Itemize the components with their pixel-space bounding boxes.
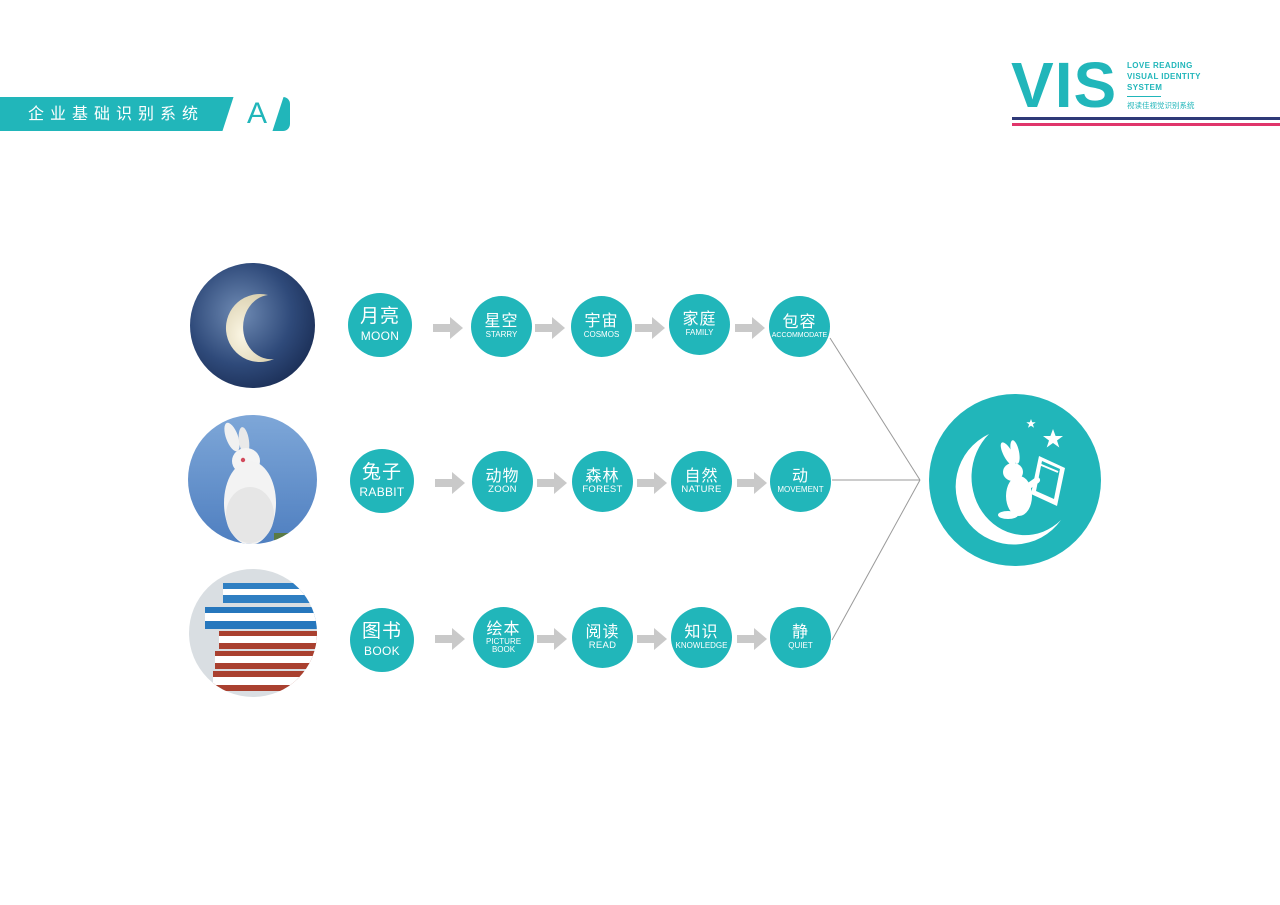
node-knowledge: 知识 KNOWLEDGE bbox=[671, 607, 732, 668]
node-label-cn: 森林 bbox=[585, 465, 620, 485]
arrow-right-icon bbox=[737, 628, 767, 650]
moon-rabbit-book-logo-icon bbox=[929, 394, 1101, 566]
node-label-en: FOREST bbox=[582, 484, 623, 496]
brand-mark: VIS bbox=[1011, 49, 1118, 121]
arrow-right-icon bbox=[435, 472, 465, 494]
node-label-cn: 动物 bbox=[485, 465, 520, 485]
brand-tagline-divider bbox=[1127, 96, 1161, 97]
brand-rule-red bbox=[1012, 123, 1280, 126]
node-label-cn: 宇宙 bbox=[584, 311, 619, 331]
section-letter: A bbox=[246, 97, 267, 130]
brand-tagline-line-3: SYSTEM bbox=[1127, 83, 1163, 92]
connector-line-top bbox=[829, 337, 921, 481]
node-label-en: PICTURE BOOK bbox=[485, 637, 522, 655]
arrow-right-icon bbox=[537, 628, 567, 650]
arrow-right-icon bbox=[433, 317, 463, 339]
rabbit-photo-art bbox=[188, 415, 317, 544]
books-photo bbox=[189, 569, 317, 697]
node-label-en: QUIET bbox=[788, 641, 813, 651]
node-label-en: MOON bbox=[360, 329, 400, 344]
node-label-en: KNOWLEDGE bbox=[675, 641, 728, 651]
node-label-en: READ bbox=[588, 640, 617, 652]
node-label-en: MOVEMENT bbox=[777, 485, 824, 495]
node-label-cn: 静 bbox=[791, 622, 809, 642]
brand-tagline-line-2: VISUAL IDENTITY bbox=[1127, 72, 1201, 81]
section-tab: 企业基础识别系统 A bbox=[0, 97, 290, 131]
arrow-right-icon bbox=[735, 317, 765, 339]
node-label-en: FAMILY bbox=[685, 328, 714, 338]
node-label-en: COSMOS bbox=[583, 330, 620, 340]
arrow-right-icon bbox=[537, 472, 567, 494]
node-forest: 森林 FOREST bbox=[572, 451, 633, 512]
node-zoon: 动物 ZOON bbox=[472, 451, 533, 512]
node-label-cn: 兔子 bbox=[361, 461, 402, 484]
brand-rule-navy bbox=[1012, 117, 1280, 120]
lead-node-moon: 月亮 MOON bbox=[348, 293, 412, 357]
brand-subtitle: 视读佳视觉识别系统 bbox=[1127, 101, 1195, 110]
node-label-cn: 家庭 bbox=[682, 309, 717, 329]
node-label-cn: 图书 bbox=[361, 620, 402, 643]
node-starry: 星空 STARRY bbox=[471, 296, 532, 357]
node-quiet: 静 QUIET bbox=[770, 607, 831, 668]
node-label-cn: 知识 bbox=[684, 622, 719, 642]
node-label-cn: 动 bbox=[791, 466, 809, 486]
brand-rule-gap bbox=[1012, 121, 1280, 122]
rabbit-photo bbox=[188, 415, 317, 544]
node-label-cn: 包容 bbox=[782, 311, 817, 331]
node-label-en: RABBIT bbox=[359, 485, 405, 500]
arrow-right-icon bbox=[635, 317, 665, 339]
node-label-en: BOOK bbox=[364, 644, 400, 659]
node-label-cn: 星空 bbox=[484, 311, 519, 331]
node-family: 家庭 FAMILY bbox=[669, 294, 730, 355]
arrow-right-icon bbox=[737, 472, 767, 494]
connector-line-bottom bbox=[831, 479, 921, 641]
node-label-en: ACCOMMODATE bbox=[771, 331, 828, 339]
node-cosmos: 宇宙 COSMOS bbox=[571, 296, 632, 357]
section-title: 企业基础识别系统 bbox=[28, 104, 205, 123]
node-label-cn: 月亮 bbox=[359, 305, 400, 328]
lead-node-rabbit: 兔子 RABBIT bbox=[350, 449, 414, 513]
node-picture-book: 绘本 PICTURE BOOK bbox=[473, 607, 534, 668]
node-label-en: ZOON bbox=[488, 484, 517, 496]
arrow-right-icon bbox=[637, 628, 667, 650]
node-label-cn: 自然 bbox=[684, 465, 719, 485]
logo-art bbox=[929, 394, 1101, 566]
node-movement: 动 MOVEMENT bbox=[770, 451, 831, 512]
books-photo-art bbox=[189, 569, 317, 697]
arrow-right-icon bbox=[535, 317, 565, 339]
node-label-cn: 绘本 bbox=[486, 618, 521, 638]
node-label-en: NATURE bbox=[681, 484, 722, 496]
arrow-right-icon bbox=[435, 628, 465, 650]
moon-photo bbox=[190, 263, 315, 388]
connector-lines bbox=[829, 337, 921, 641]
node-label-cn: 阅读 bbox=[585, 621, 620, 641]
node-accommodate: 包容 ACCOMMODATE bbox=[769, 296, 830, 357]
node-read: 阅读 READ bbox=[572, 607, 633, 668]
node-label-en: STARRY bbox=[485, 330, 518, 340]
brand-tagline-line-1: LOVE READING bbox=[1127, 61, 1193, 70]
arrow-right-icon bbox=[637, 472, 667, 494]
lead-node-book: 图书 BOOK bbox=[350, 608, 414, 672]
moon-photo-art bbox=[190, 263, 315, 388]
node-nature: 自然 NATURE bbox=[671, 451, 732, 512]
